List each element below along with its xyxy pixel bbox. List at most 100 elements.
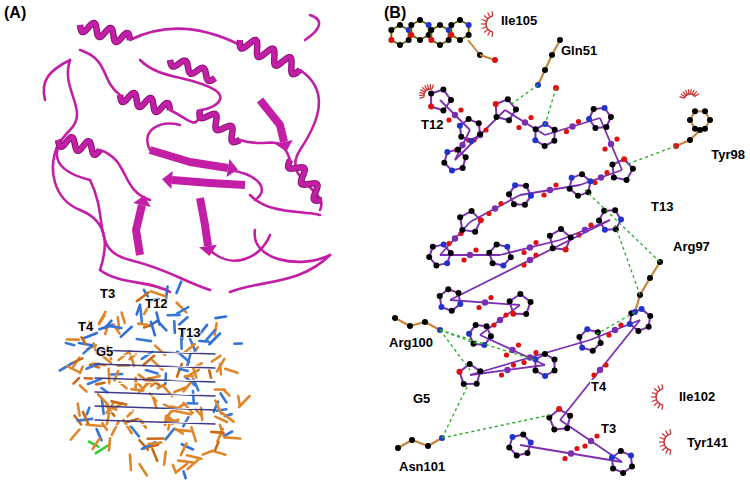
bond — [666, 431, 668, 435]
atom — [461, 381, 467, 387]
dna-bond — [99, 316, 104, 325]
dna-bond — [164, 452, 166, 465]
dna-bond — [166, 429, 174, 439]
atom — [528, 299, 534, 305]
helix-ribbon — [170, 60, 215, 81]
dna-bond — [112, 422, 119, 435]
atom — [473, 322, 479, 328]
atom — [579, 171, 585, 177]
atom — [510, 434, 516, 440]
atom — [397, 22, 403, 28]
interaction-plot — [388, 11, 713, 476]
hydrogen-bond — [585, 190, 660, 262]
atom — [606, 332, 611, 337]
dna-bond — [107, 369, 110, 384]
nucleotide-label: T12 — [145, 297, 167, 311]
dna-bond — [78, 403, 80, 415]
atom — [542, 143, 548, 149]
dna-bond — [225, 369, 237, 373]
atom — [558, 226, 564, 232]
bond — [658, 404, 660, 408]
atom — [507, 298, 513, 304]
bond — [520, 445, 622, 462]
atom — [576, 119, 581, 124]
atom — [568, 235, 574, 241]
atom — [448, 97, 454, 103]
dna-bond — [239, 396, 250, 407]
atom — [444, 260, 450, 266]
dna-bond — [215, 442, 218, 450]
bond — [680, 97, 685, 99]
dna-bond — [173, 321, 176, 332]
atom — [477, 368, 483, 374]
residue-label: Ile102 — [678, 390, 716, 404]
atom — [604, 170, 609, 175]
atom — [490, 260, 496, 266]
atom — [528, 440, 534, 446]
strand-arrowhead — [199, 245, 217, 256]
dna-bond — [122, 312, 125, 322]
atom — [533, 240, 538, 245]
atom — [457, 301, 463, 307]
atom — [437, 42, 443, 48]
bond — [422, 87, 426, 91]
dna-bond — [224, 432, 232, 436]
dna-bond — [81, 337, 85, 344]
dna-bond — [234, 342, 241, 345]
atom — [517, 291, 523, 297]
atom — [428, 103, 434, 109]
atom — [440, 87, 446, 93]
atom — [610, 465, 616, 471]
atom — [582, 443, 587, 448]
atom — [466, 331, 472, 337]
atom — [437, 22, 443, 28]
residue-label: T3 — [600, 422, 617, 436]
strand-arrowhead — [227, 159, 238, 177]
atom — [441, 242, 447, 248]
coil-loop — [305, 15, 319, 40]
bond — [455, 110, 505, 160]
atom — [438, 304, 444, 310]
atom — [574, 446, 579, 451]
atom — [542, 351, 548, 357]
atom — [458, 134, 464, 140]
panel-label: (A) — [4, 4, 26, 22]
dna-bond — [153, 397, 157, 409]
atom — [488, 333, 494, 339]
bond — [470, 195, 520, 222]
dna-bond — [148, 437, 164, 440]
atom — [476, 305, 481, 310]
atom — [603, 362, 608, 367]
dna-bond — [203, 451, 212, 455]
nucleotide-label: T13 — [178, 326, 200, 340]
atom — [428, 91, 434, 97]
beta-strand — [200, 198, 208, 246]
dna-bond — [86, 425, 102, 426]
dna-bond — [184, 471, 186, 478]
atom — [516, 342, 521, 347]
atom — [409, 437, 415, 443]
atom — [428, 27, 434, 33]
helix-ribbon — [240, 40, 300, 74]
atom — [609, 454, 615, 460]
atom — [522, 202, 528, 208]
residue-label: Ile105 — [500, 14, 538, 28]
atom — [550, 245, 556, 251]
atom — [456, 290, 462, 296]
dna-bond — [166, 412, 170, 420]
atom — [444, 149, 450, 155]
nucleotide-label: T3 — [100, 287, 115, 301]
atom — [440, 107, 446, 113]
dna-bond — [188, 460, 199, 469]
atom — [569, 123, 575, 129]
atom — [584, 326, 590, 332]
atom — [562, 456, 567, 461]
dna-bond — [192, 391, 195, 403]
atom — [527, 257, 533, 263]
atom — [553, 182, 558, 187]
bond — [482, 20, 487, 22]
bond — [660, 445, 665, 447]
coil-loop — [57, 60, 90, 180]
atom — [449, 308, 455, 314]
